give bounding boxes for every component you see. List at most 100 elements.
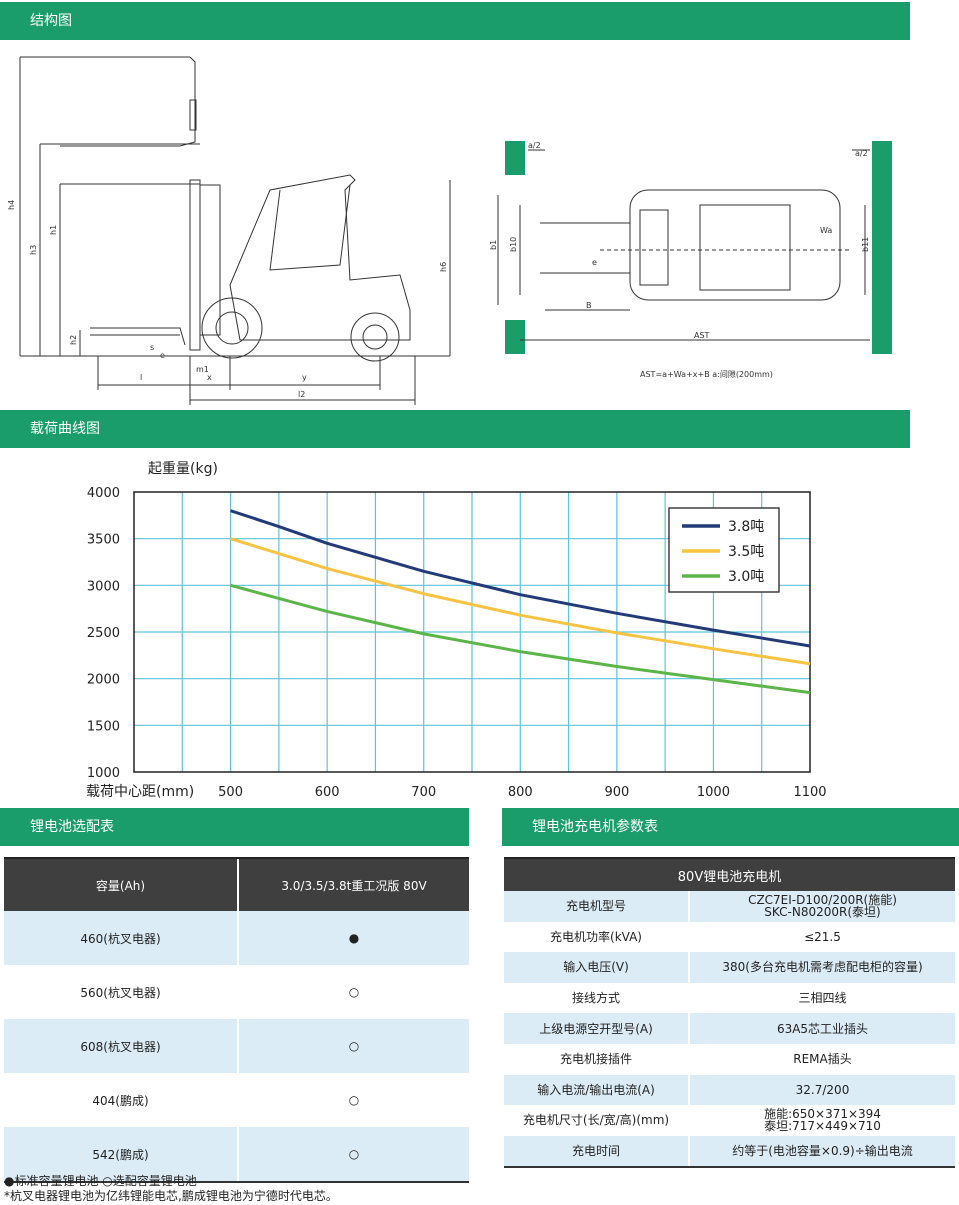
dim-label: a/2 <box>855 149 868 158</box>
charger-param-label: 充电机接插件 <box>559 1052 632 1067</box>
y-axis-label: 起重量(kg) <box>148 461 218 477</box>
charger-header: 80V锂电池充电机 <box>504 857 955 891</box>
dim-label: l2 <box>298 390 305 399</box>
charger-param-label: 充电机尺寸(长/宽/高)(mm) <box>522 1113 670 1128</box>
dim-label: s <box>150 343 154 352</box>
dim-label: a/2 <box>528 141 541 150</box>
battery-capacity: 542(鹏成) <box>4 1127 238 1183</box>
battery-mark: ○ <box>237 1073 469 1127</box>
battery-mark: ○ <box>237 1127 469 1183</box>
dim-label: b1 <box>489 240 498 250</box>
section-header-load-curve: 载荷曲线图 <box>0 410 910 448</box>
x-axis-label: 载荷中心距(mm) <box>86 784 194 800</box>
table-row: 404(鹏成) ○ <box>4 1073 469 1127</box>
table-row: 充电机功率(kVA) ≤21.5 <box>504 921 955 953</box>
battery-mark: ○ <box>237 965 469 1019</box>
charger-param-value: ≤21.5 <box>688 921 955 953</box>
table-row: 460(杭叉电器)● <box>4 911 469 965</box>
dim-label: y <box>302 373 307 382</box>
x-tick-label: 1100 <box>793 785 826 800</box>
charger-param-label: 上级电源空开型号(A) <box>504 1013 689 1044</box>
table-row: 542(鹏成)○ <box>4 1127 469 1183</box>
series-line <box>230 583 811 695</box>
table-row: 608(杭叉电器)○ <box>4 1019 469 1073</box>
section-header-battery: 锂电池选配表 <box>0 808 469 846</box>
structure-diagram: h4 h3 h1 h2 h6 s e m1 l x y l2 a/2 a/2 b… <box>7 56 892 405</box>
battery-header-capacity: 容量(Ah) <box>4 857 238 911</box>
dim-label: h2 <box>69 335 78 345</box>
plot-frame <box>133 491 811 773</box>
battery-capacity: 460(杭叉电器) <box>4 911 238 965</box>
section-header-charger: 锂电池充电机参数表 <box>502 808 959 846</box>
table-row: 充电时间约等于(电池容量×0.9)÷输出电流 <box>504 1135 955 1169</box>
battery-capacity: 404(鹏成) <box>92 1093 149 1108</box>
charger-param-value: CZC7EI-D100/200R(施能)SKC-N80200R(泰坦) <box>688 891 955 922</box>
charger-param-value: 380(多台充电机需考虑配电柜的容量) <box>688 952 955 983</box>
battery-capacity: 560(杭叉电器) <box>80 985 161 1000</box>
dim-label: h1 <box>49 225 58 235</box>
y-tick-label: 1500 <box>87 719 120 734</box>
battery-capacity: 608(杭叉电器) <box>4 1019 238 1073</box>
charger-param-label: 充电时间 <box>504 1135 689 1169</box>
dim-label: b10 <box>509 237 518 252</box>
x-tick-label: 600 <box>315 785 340 800</box>
dim-label: h6 <box>439 262 448 272</box>
battery-mark: ● <box>237 911 469 965</box>
load-curve-chart: 起重量(kg) 载荷中心距(mm) 1000 1500 2000 2500 3000 35… <box>86 461 827 800</box>
dim-label: b11 <box>861 237 870 252</box>
legend-label: 3.0吨 <box>728 569 764 585</box>
charger-param-label: 输入电压(V) <box>504 952 689 983</box>
charger-param-value: 32.7/200 <box>688 1074 955 1106</box>
table-row: 输入电压(V)380(多台充电机需考虑配电柜的容量) <box>504 952 955 983</box>
x-tick-label: 700 <box>411 785 436 800</box>
y-tick-label: 2000 <box>87 673 120 688</box>
dim-label: h3 <box>29 245 38 255</box>
dim-label: h4 <box>7 200 16 210</box>
y-tick-label: 3500 <box>87 533 120 548</box>
dim-label: l <box>140 373 142 382</box>
dim-label: B <box>586 301 592 310</box>
y-tick-label: 4000 <box>87 486 120 501</box>
dim-label: Wa <box>820 226 832 235</box>
dim-label: e <box>592 258 597 267</box>
section-header-structure: 结构图 <box>0 2 910 40</box>
battery-legend: ●标准容量锂电池 ○选配容量锂电池 <box>4 1174 197 1188</box>
table-row: 充电机接插件 REMA插头 <box>504 1043 955 1075</box>
table-row: 上级电源空开型号(A)63A5芯工业插头 <box>504 1013 955 1044</box>
charger-param-label: 接线方式 <box>571 991 620 1006</box>
series-line <box>230 509 811 648</box>
charger-param-value: 63A5芯工业插头 <box>688 1013 955 1044</box>
legend-label: 3.5吨 <box>728 544 764 560</box>
charger-param-value: 约等于(电池容量×0.9)÷输出电流 <box>688 1135 955 1169</box>
x-tick-label: 900 <box>604 785 629 800</box>
table-row: 接线方式 三相四线 <box>504 982 955 1014</box>
battery-mark: ○ <box>237 1019 469 1073</box>
battery-footnote: *杭叉电器锂电池为亿纬锂能电芯,鹏成锂电池为宁德时代电芯。 <box>4 1189 338 1203</box>
charger-param-value: 三相四线 <box>688 982 955 1014</box>
dim-label: m1 <box>196 365 209 374</box>
battery-table: 容量(Ah) 3.0/3.5/3.8t重工况版 80V 460(杭叉电器)● 5… <box>4 857 469 1183</box>
diagram-formula: AST=a+Wa+x+B a:间隙(200mm) <box>640 369 773 379</box>
y-tick-label: 3000 <box>87 579 120 594</box>
x-tick-label: 500 <box>218 785 243 800</box>
x-tick-label: 800 <box>508 785 533 800</box>
x-tick-label: 1000 <box>697 785 730 800</box>
y-tick-label: 2500 <box>87 626 120 641</box>
charger-param-label: 充电机型号 <box>504 891 689 922</box>
charger-param-value: REMA插头 <box>688 1043 955 1075</box>
table-row: 输入电流/输出电流(A)32.7/200 <box>504 1074 955 1106</box>
dim-label: x <box>207 373 212 382</box>
charger-param-label: 输入电流/输出电流(A) <box>504 1074 689 1106</box>
series-line <box>230 537 811 666</box>
dim-label: AST <box>694 331 710 340</box>
legend-label: 3.8吨 <box>728 519 764 535</box>
y-tick-label: 1000 <box>87 766 120 781</box>
battery-header-model: 3.0/3.5/3.8t重工况版 80V <box>237 857 469 911</box>
table-row: 560(杭叉电器) ○ <box>4 965 469 1019</box>
dim-label: e <box>160 351 165 360</box>
charger-param-label: 充电机功率(kVA) <box>550 929 642 944</box>
